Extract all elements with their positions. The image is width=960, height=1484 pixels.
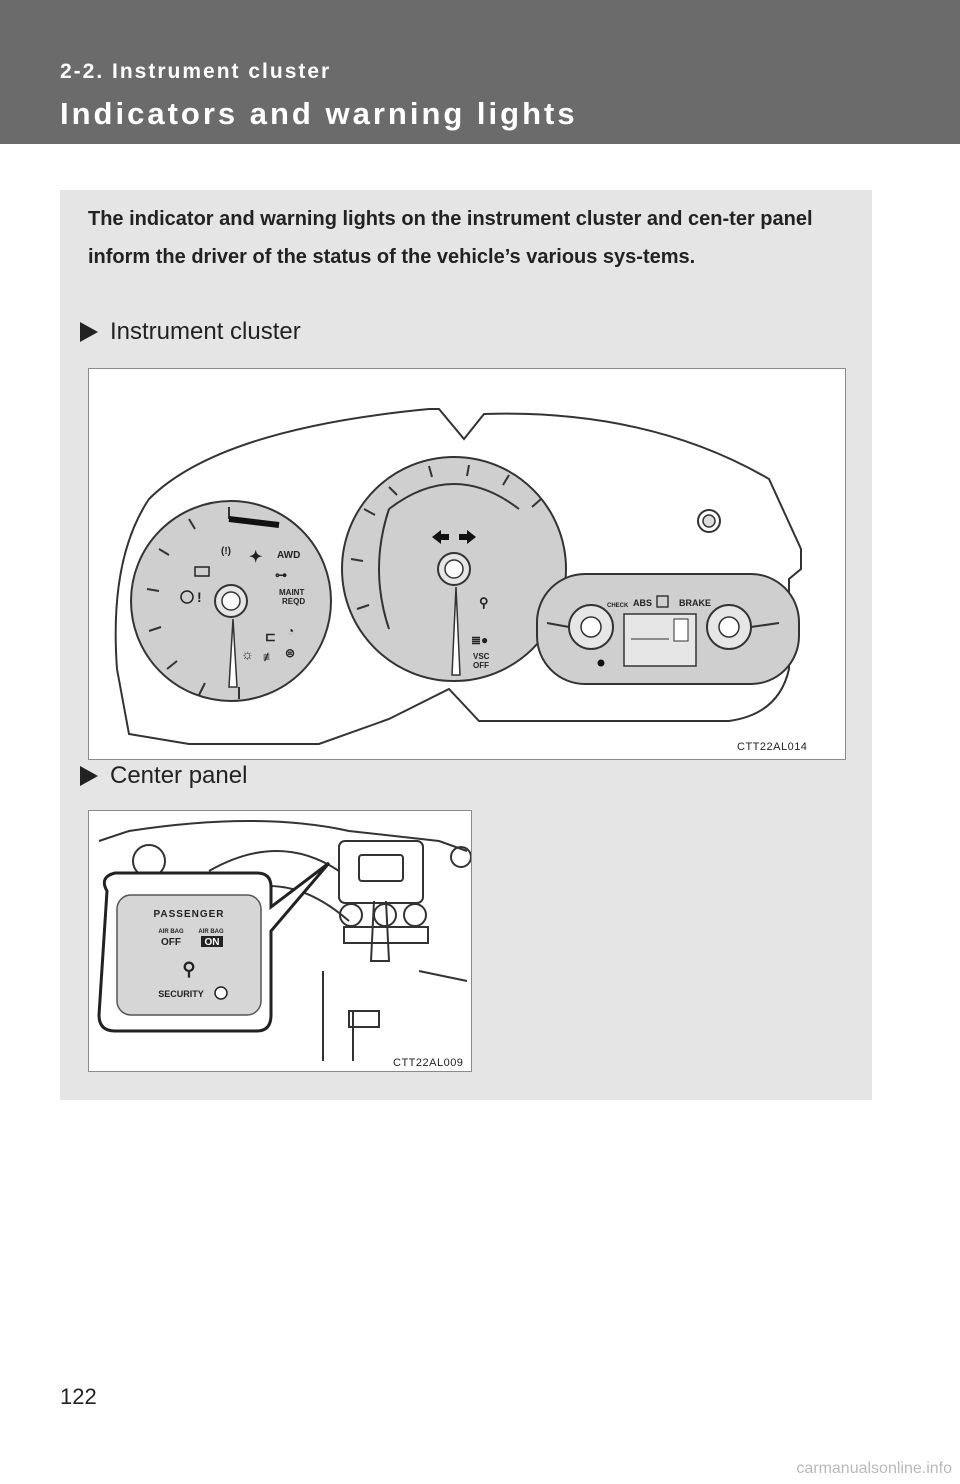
page-header: 2-2. Instrument cluster Indicators and w… bbox=[0, 0, 960, 144]
fog-light-icon: ≢ bbox=[263, 650, 275, 664]
seatbelt-icon: ⚲ bbox=[182, 959, 195, 979]
headlight-icon: ☼ bbox=[241, 646, 254, 662]
passenger-airbag-indicator bbox=[116, 894, 262, 1016]
arrow-right-icon bbox=[80, 322, 98, 342]
awd-label: AWD bbox=[277, 550, 300, 561]
reqd-label: REQD bbox=[282, 597, 305, 606]
page-title: Indicators and warning lights bbox=[60, 96, 578, 131]
airbag-off-caption: AIR BAG bbox=[158, 929, 184, 935]
turn-signal-icon bbox=[432, 530, 476, 544]
battery-icon bbox=[194, 566, 210, 577]
door-open-icon: ⊏ bbox=[265, 629, 276, 644]
subheading-center-panel: Center panel bbox=[80, 762, 247, 790]
instrument-cluster-illustration: (!) ✦ AWD ⊶ MAINT REQD ! ⊏ ◔ ☼ ≢ ⊜ ⚲ ≣● … bbox=[114, 408, 802, 745]
intro-paragraph: The indicator and warning lights on the … bbox=[88, 208, 813, 268]
airbag-on-label: ON bbox=[205, 937, 220, 948]
airbag-off-label: OFF bbox=[161, 937, 181, 948]
subheading-label: Center panel bbox=[110, 762, 248, 789]
figure-code: CTT22AL014 bbox=[737, 741, 808, 753]
high-beam-icon: ≣● bbox=[471, 633, 488, 647]
maint-label: MAINT bbox=[279, 588, 304, 597]
defogger-icon: ⊜ bbox=[285, 646, 295, 660]
brake-warning-icon bbox=[180, 590, 194, 604]
passenger-label: PASSENGER bbox=[153, 909, 224, 920]
brake-label: BRAKE bbox=[679, 598, 711, 608]
oil-pressure-icon: ⊶ bbox=[275, 568, 287, 582]
slip-indicator-icon bbox=[656, 595, 669, 608]
airbag-icon: ✦ bbox=[249, 549, 262, 566]
section-label: 2-2. Instrument cluster bbox=[60, 60, 332, 83]
security-label: SECURITY bbox=[158, 989, 204, 999]
check-engine-label: CHECK bbox=[607, 603, 629, 609]
page-number: 122 bbox=[60, 1384, 97, 1409]
abs-label: ABS bbox=[633, 598, 652, 608]
subheading-instrument-cluster: Instrument cluster bbox=[80, 318, 301, 346]
warning-exclaim-label: ! bbox=[197, 589, 202, 605]
seatbelt-icon: ⚲ bbox=[479, 595, 489, 610]
airbag-on-caption: AIR BAG bbox=[198, 929, 224, 935]
center-panel-illustration: PASSENGER AIR BAG AIR BAG OFF ON ⚲ SECUR… bbox=[97, 820, 471, 1061]
cruise-icon: ◔ bbox=[287, 624, 294, 638]
shift-indicator-icon bbox=[673, 618, 689, 642]
watermark: carmanualsonline.info bbox=[796, 1460, 952, 1477]
subheading-label: Instrument cluster bbox=[110, 318, 301, 345]
tire-pressure-icon: (!) bbox=[221, 546, 231, 557]
figure-code: CTT22AL009 bbox=[393, 1057, 464, 1069]
instrument-cluster-figure: (!) ✦ AWD ⊶ MAINT REQD ! ⊏ ◔ ☼ ≢ ⊜ ⚲ ≣● … bbox=[88, 368, 846, 760]
vsc-label: VSC bbox=[473, 652, 490, 661]
vsc-off-label: OFF bbox=[473, 661, 489, 670]
arrow-right-icon bbox=[80, 766, 98, 786]
center-panel-figure: PASSENGER AIR BAG AIR BAG OFF ON ⚲ SECUR… bbox=[88, 810, 472, 1072]
security-indicator-light bbox=[214, 986, 228, 1000]
